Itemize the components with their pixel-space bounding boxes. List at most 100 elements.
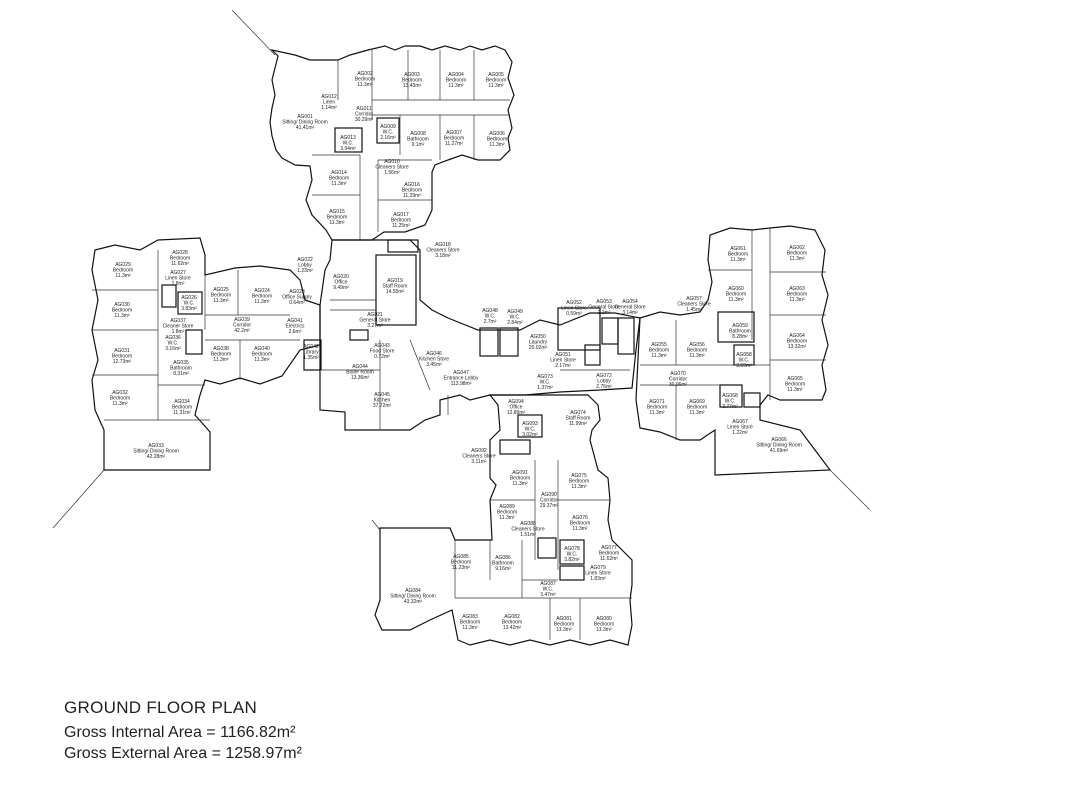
central-block-walls (303, 239, 641, 431)
gross-internal-area-value: = 1166.82m² (206, 724, 296, 741)
gross-external-area-value: = 1258.97m² (211, 745, 302, 762)
gross-external-area-label: Gross External Area (64, 745, 208, 762)
plan-title: GROUND FLOOR PLAN (64, 698, 258, 717)
gross-external-area: Gross External Area = 1258.97m² (64, 743, 302, 764)
west-wing-walls (52, 237, 321, 529)
plan-footer: GROUND FLOOR PLAN Gross Internal Area = … (64, 698, 302, 764)
north-wing-walls (231, 9, 515, 241)
gross-internal-area: Gross Internal Area = 1166.82m² (64, 722, 302, 743)
east-wing-walls (635, 225, 871, 511)
south-wing-walls (371, 394, 633, 646)
gross-internal-area-label: Gross Internal Area (64, 724, 202, 741)
